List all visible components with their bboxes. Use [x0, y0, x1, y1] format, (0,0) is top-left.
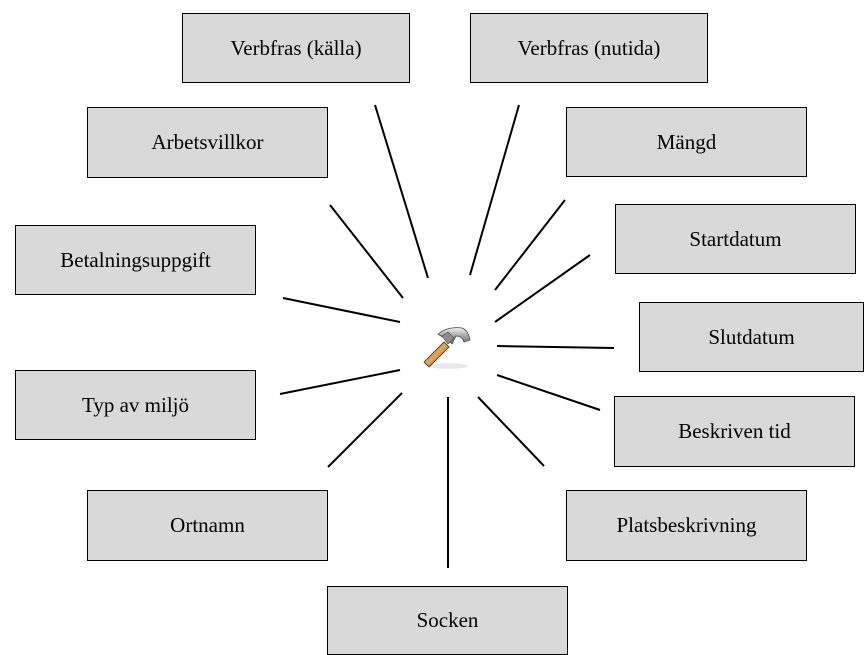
connector-verbfras-nutida	[469, 104, 520, 276]
node-beskriven-tid: Beskriven tid	[614, 396, 855, 467]
connector-startdatum	[494, 254, 591, 323]
node-startdatum: Startdatum	[615, 204, 856, 274]
node-label: Verbfras (källa)	[230, 35, 362, 60]
connector-platsbeskrivning	[477, 396, 545, 467]
connector-ortnamn	[327, 392, 403, 468]
connector-mangd	[494, 199, 566, 291]
node-label: Ortnamn	[170, 513, 245, 537]
node-label: Socken	[416, 608, 479, 632]
hammer-icon	[423, 327, 471, 369]
node-ortnamn: Ortnamn	[87, 490, 328, 561]
connector-verbfras-kalla	[374, 104, 429, 279]
connector-arbetsvillkor	[329, 204, 404, 299]
node-slutdatum: Slutdatum	[639, 302, 864, 372]
connector-slutdatum	[496, 345, 615, 349]
node-typ-av-miljo: Typ av miljö	[15, 370, 256, 440]
node-arbetsvillkor: Arbetsvillkor	[87, 107, 328, 178]
node-label: Mängd	[656, 129, 717, 154]
node-verbfras-kalla: Verbfras (källa)	[182, 13, 410, 83]
node-platsbeskrivning: Platsbeskrivning	[566, 490, 807, 561]
node-label: Startdatum	[689, 226, 782, 251]
node-label: Slutdatum	[708, 324, 795, 349]
node-label: Typ av miljö	[81, 392, 190, 417]
node-mangd: Mängd	[566, 107, 807, 177]
node-label: Verbfras (nutida)	[517, 35, 661, 60]
node-label: Arbetsvillkor	[151, 130, 264, 154]
connector-betalningsuppgift	[282, 297, 401, 323]
node-label: Platsbeskrivning	[616, 513, 757, 537]
node-betalningsuppgift: Betalningsuppgift	[15, 225, 256, 295]
node-label: Betalningsuppgift	[60, 247, 211, 272]
node-socken: Socken	[327, 586, 568, 655]
node-verbfras-nutida: Verbfras (nutida)	[470, 13, 708, 83]
connector-typ-av-miljo	[279, 369, 401, 395]
connector-beskriven-tid	[496, 374, 601, 411]
node-label: Beskriven tid	[678, 419, 791, 443]
